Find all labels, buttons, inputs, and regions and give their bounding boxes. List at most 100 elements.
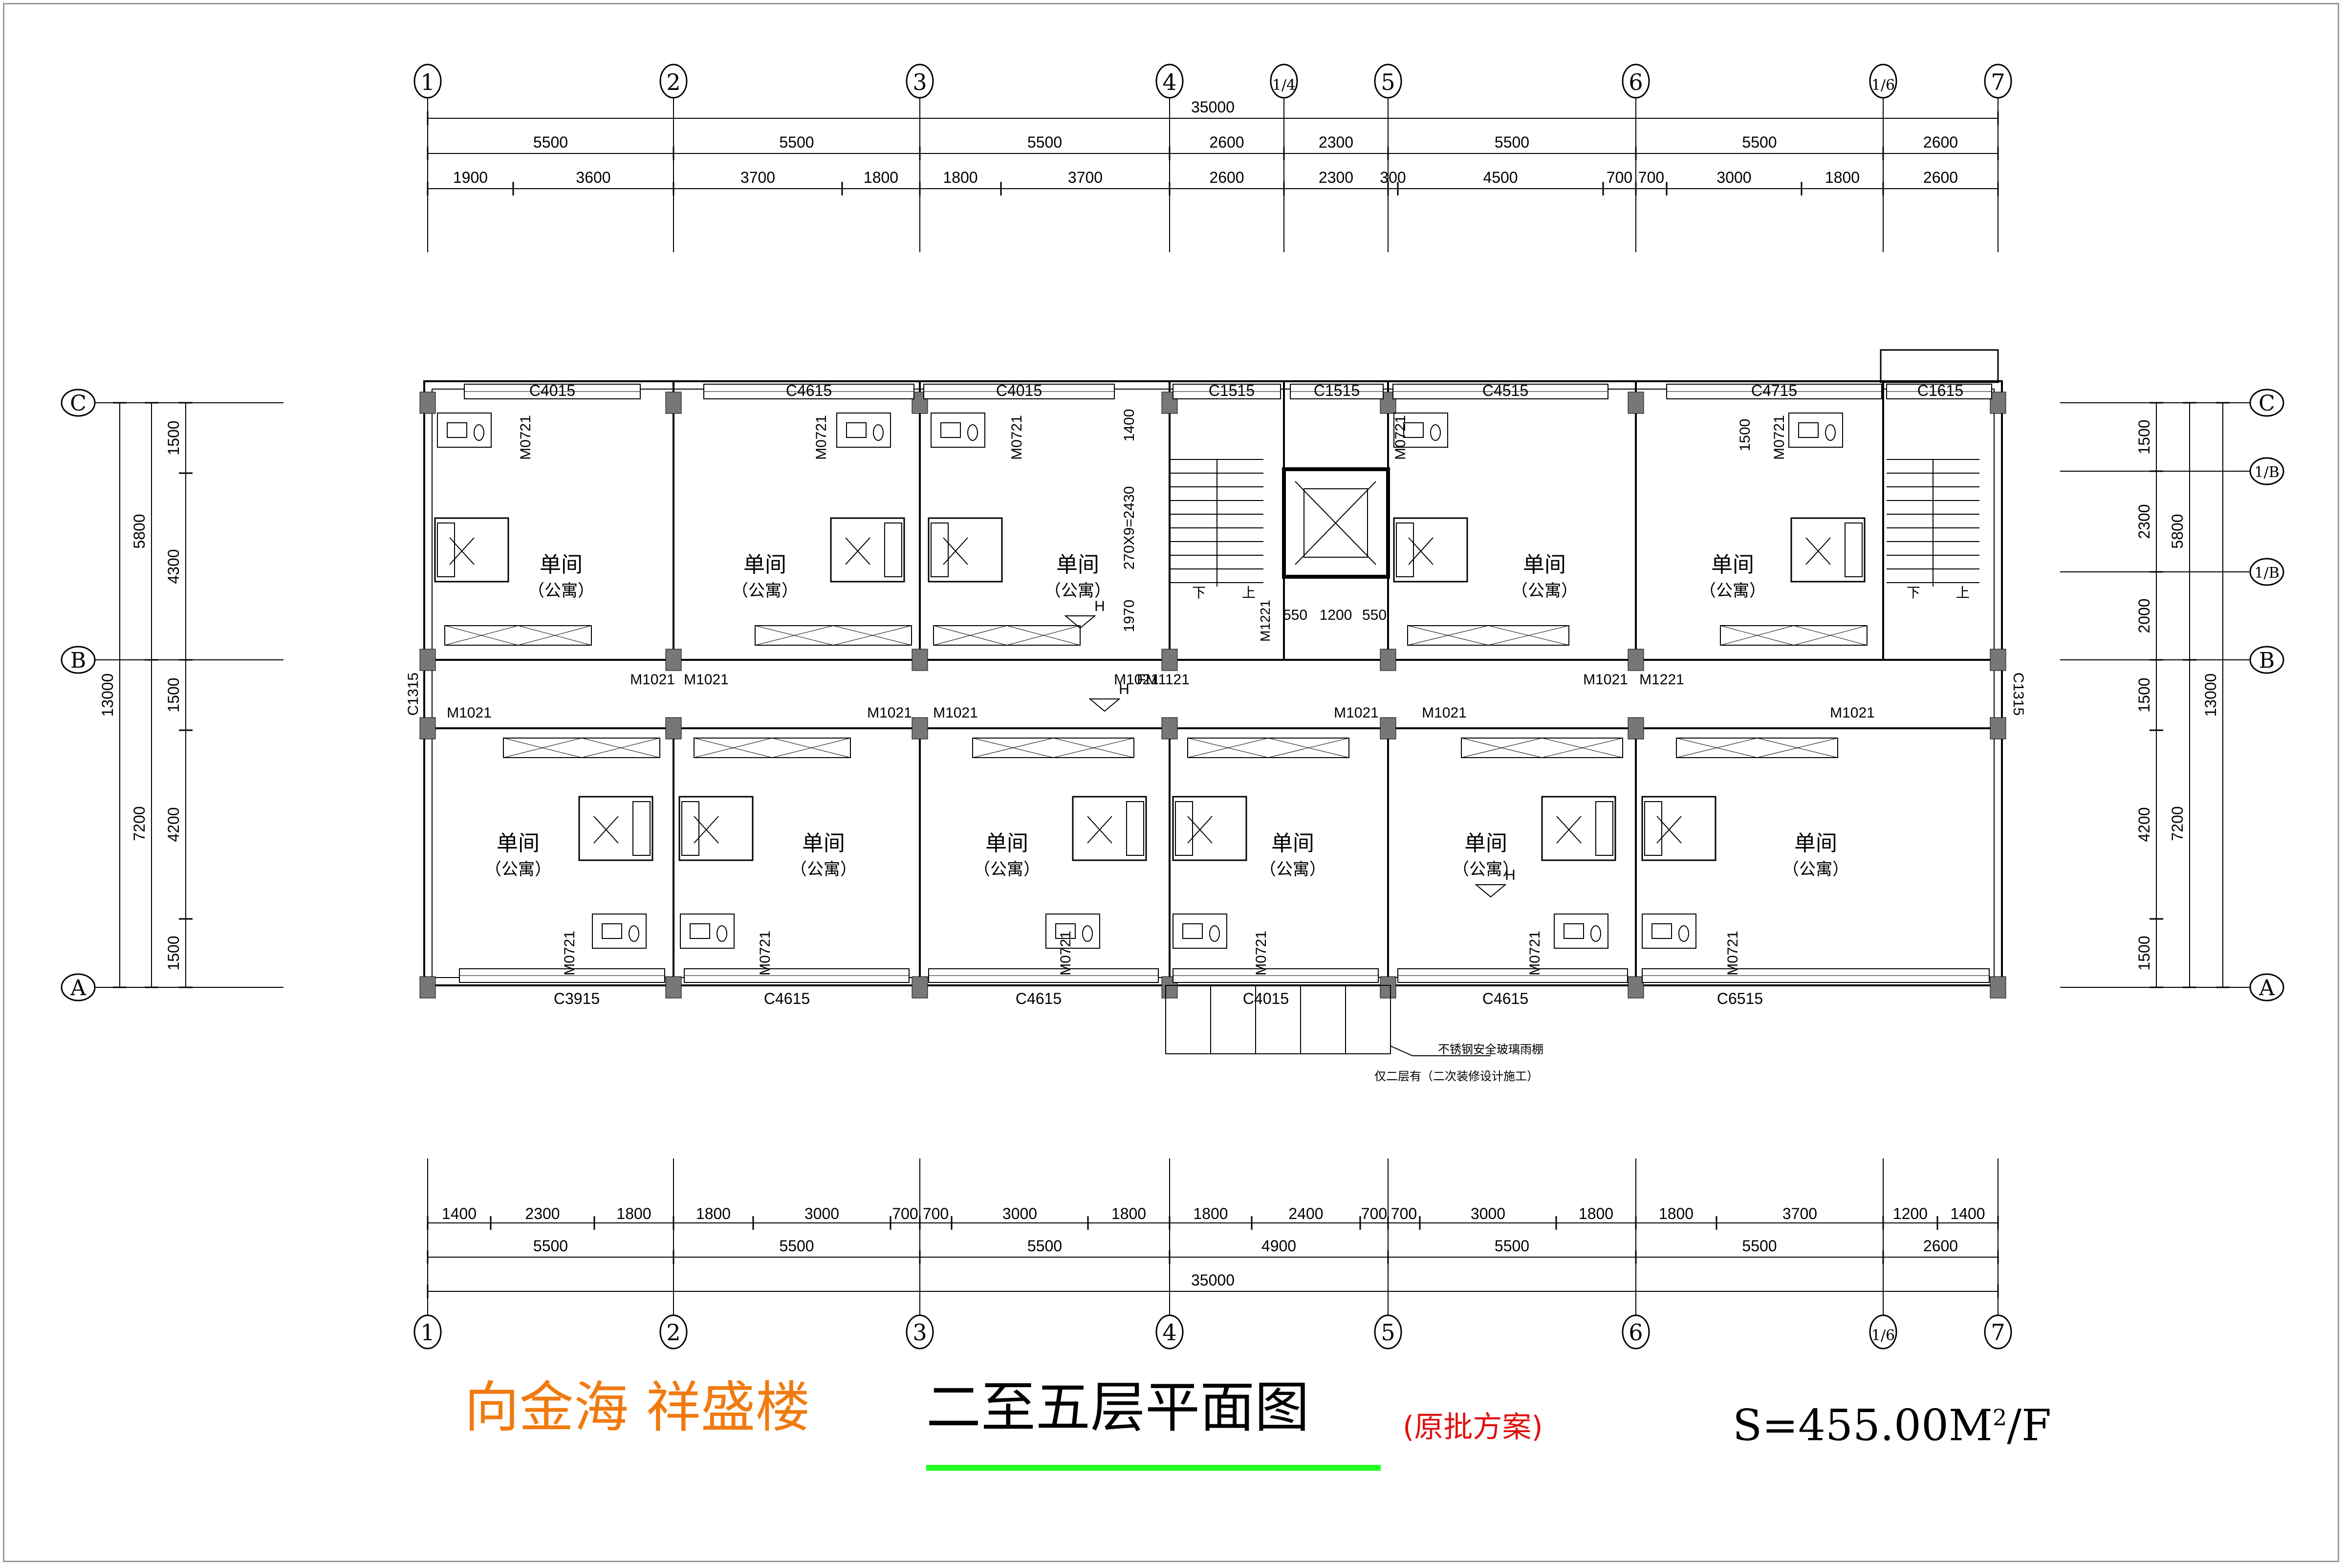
dimension-label: 1800	[943, 169, 978, 186]
dimension-label: 700	[1638, 169, 1664, 186]
structural-column	[1628, 392, 1644, 414]
drawing-line	[1268, 738, 1349, 758]
bathroom-fixtures	[1173, 914, 1227, 949]
axis-bubble	[1869, 1314, 1897, 1350]
floor-area-suffix: /F	[2007, 1400, 2052, 1451]
drawing-line	[1187, 816, 1213, 844]
sink	[602, 923, 622, 939]
approval-note: (原批方案)	[1403, 1410, 1543, 1444]
room-type-label: （公寓）	[1699, 581, 1766, 601]
dimension-label: 5500	[779, 1237, 814, 1255]
dimension-label: 700	[892, 1205, 918, 1222]
bed	[678, 796, 754, 861]
bathroom	[836, 413, 891, 448]
pillow	[1845, 523, 1863, 577]
stair-dimension: 1970	[1121, 600, 1137, 632]
window-label: C4515	[1482, 382, 1528, 399]
pillow	[1595, 801, 1613, 856]
dimension-label: 13000	[99, 674, 116, 717]
toilet	[474, 424, 484, 441]
staircase	[1171, 459, 1263, 587]
floor-area: S=455.00M2/F	[1733, 1388, 2052, 1451]
dimension-label: 2600	[1209, 169, 1244, 186]
window-label: C4615	[1016, 990, 1062, 1007]
structural-column	[665, 717, 682, 740]
dimension-label: 5500	[1742, 133, 1777, 151]
bathroom-fixtures	[1642, 914, 1696, 949]
dimension-label: 7200	[2169, 806, 2186, 841]
bathroom	[931, 413, 985, 448]
drawing-line	[593, 816, 619, 844]
axis-label: C	[2259, 391, 2275, 416]
dimension-label: 700	[1391, 1205, 1417, 1222]
axis-label: 5	[1381, 69, 1395, 95]
bed-frame	[830, 517, 905, 583]
axis-label: 7	[1991, 69, 2005, 95]
bed-frame	[678, 796, 754, 861]
drawing-line	[933, 625, 1007, 646]
drawing-line	[845, 537, 870, 565]
wall-layer	[419, 349, 2006, 1056]
sink	[846, 422, 867, 438]
window-label: C1315	[2010, 673, 2026, 716]
axis-bubble	[1984, 1314, 2012, 1350]
bathroom-fixtures	[1788, 413, 1843, 448]
bathroom-fixtures	[1554, 914, 1608, 949]
drawing-line	[1656, 816, 1682, 844]
dimension-label: 1800	[616, 1205, 651, 1222]
drawing-line	[503, 738, 582, 758]
wardrobe-body	[1676, 738, 1838, 758]
wardrobe-body	[1407, 625, 1569, 646]
axis-label: 7	[1991, 1319, 2005, 1346]
pillow	[632, 801, 651, 856]
dimension-label: 2300	[2135, 504, 2153, 539]
bed-frame	[1172, 796, 1247, 861]
window-label: C1315	[405, 673, 421, 716]
drawing-title: 二至五层平面图	[926, 1376, 1309, 1439]
room-type-label: （公寓）	[974, 860, 1040, 879]
furniture-layer	[434, 413, 1868, 949]
door-label: M0721	[757, 931, 773, 976]
stair-up-label: 上	[1242, 585, 1256, 601]
dimension-label: 1800	[1111, 1205, 1146, 1222]
bathroom-fixtures	[931, 413, 985, 448]
axis-label: 1	[420, 1319, 434, 1346]
stair-dimension: 1500	[1737, 419, 1753, 452]
room-name-label: 单间	[1464, 831, 1507, 856]
toilet	[1825, 424, 1836, 441]
toilet	[1590, 925, 1601, 942]
dimension-label: 3700	[1782, 1205, 1817, 1222]
dimension-label: 4300	[165, 549, 182, 584]
dimension-label: 2600	[1923, 1237, 1958, 1255]
room-type-label: （公寓）	[485, 860, 551, 879]
elevator-dimension: 550	[1283, 607, 1307, 623]
bed	[830, 517, 905, 583]
pillow	[1175, 801, 1193, 856]
dimension-label: 1500	[2135, 419, 2153, 454]
wardrobe	[1461, 738, 1623, 758]
window-label: C3915	[554, 990, 600, 1007]
toilet	[1209, 925, 1220, 942]
door-label: M1021	[630, 672, 675, 688]
dimension-label: 1900	[453, 169, 488, 186]
dimension-label: 3000	[1716, 169, 1751, 186]
stair-dimension: 1400	[1121, 409, 1137, 442]
bed	[1393, 517, 1468, 583]
window-label: C1515	[1314, 382, 1360, 399]
sink	[1403, 422, 1424, 438]
dimension-label: 5800	[2169, 514, 2186, 548]
dimension-label: 1800	[1193, 1205, 1228, 1222]
axis-label: 3	[912, 1319, 927, 1346]
dimension-label: 13000	[2202, 674, 2219, 717]
pillow	[1644, 801, 1662, 856]
axis-label: B	[70, 648, 86, 673]
bed-frame	[1393, 517, 1468, 583]
elevator-shaft	[1282, 467, 1390, 579]
structural-column	[419, 649, 436, 671]
window-label: C4715	[1751, 382, 1797, 399]
drawing-line	[1407, 625, 1489, 646]
dimension-label: 1200	[1893, 1205, 1928, 1222]
axis-label: 6	[1629, 1319, 1643, 1346]
label-layer: 单间（公寓）单间（公寓）单间（公寓）单间（公寓）单间（公寓）单间（公寓）单间（公…	[405, 382, 2026, 1083]
